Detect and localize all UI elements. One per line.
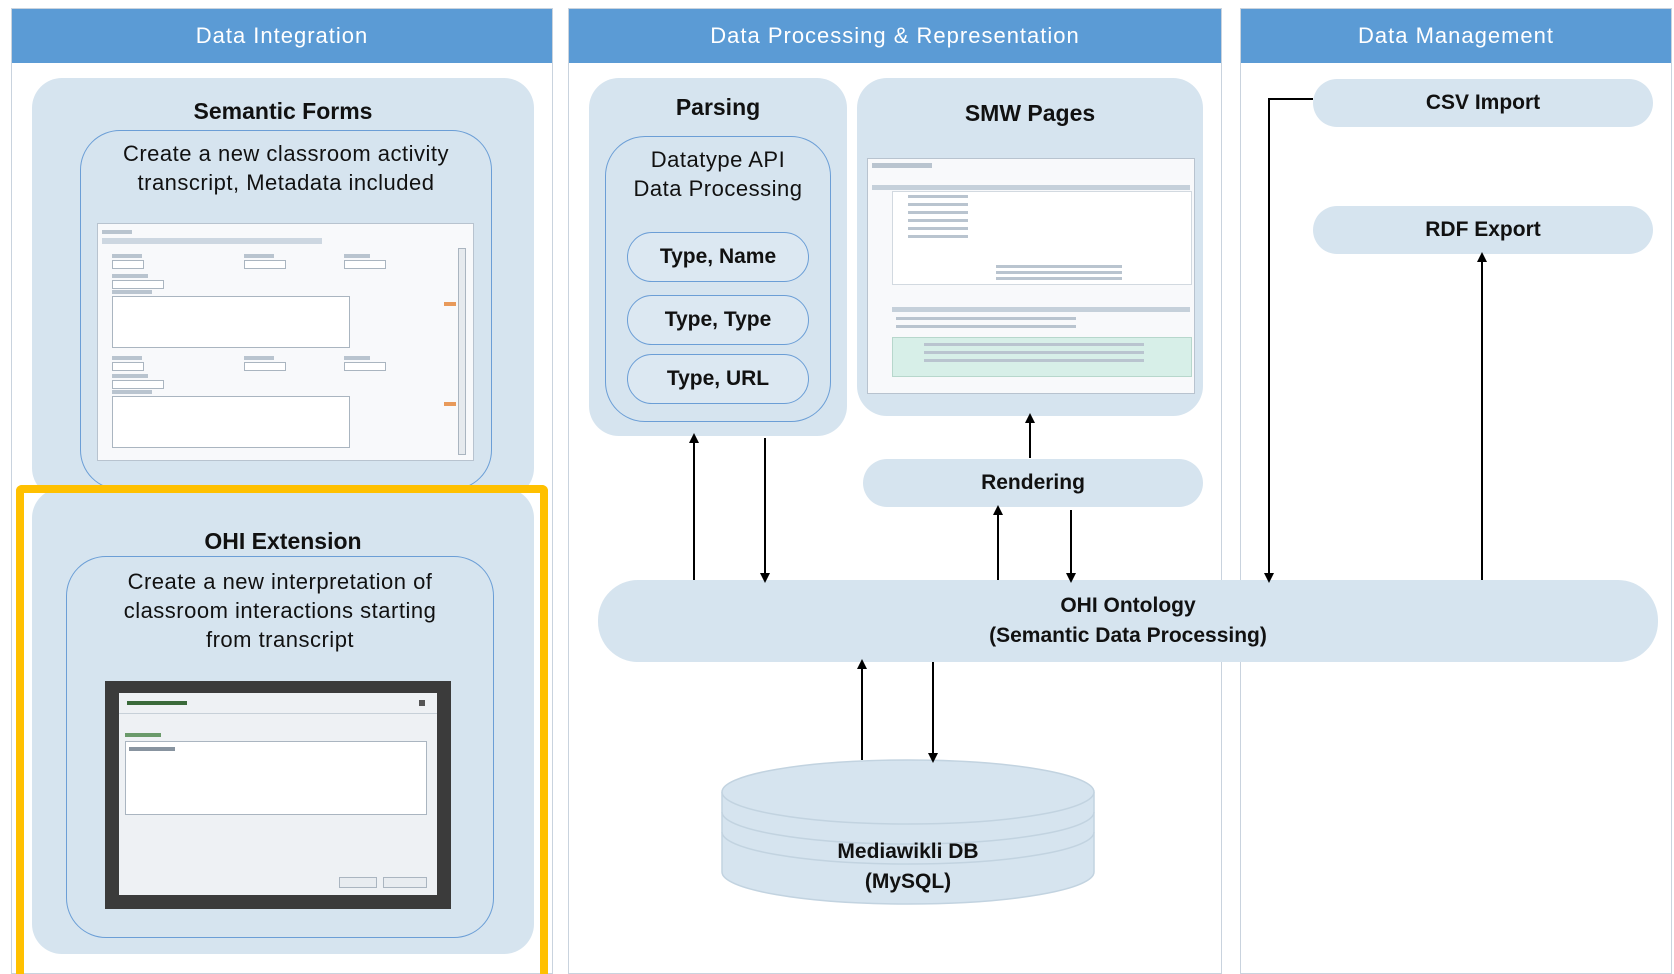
column-header-processing: Data Processing & Representation xyxy=(569,9,1221,63)
parsing-desc-line2: Data Processing xyxy=(633,176,803,201)
column-header-integration: Data Integration xyxy=(12,9,552,63)
smw-pages-panel: SMW Pages xyxy=(857,78,1203,416)
database-cylinder xyxy=(721,759,1095,905)
ohi-extension-inner: Create a new interpretation of classroom… xyxy=(66,556,494,938)
smw-pages-screenshot xyxy=(867,158,1195,394)
rendering-box: Rendering xyxy=(863,459,1203,507)
parsing-inner: Datatype API Data Processing Type, Name … xyxy=(605,136,831,422)
smw-pages-title: SMW Pages xyxy=(964,100,1096,126)
semantic-forms-title: Semantic Forms xyxy=(193,98,373,124)
semantic-forms-desc-line2: transcript, Metadata included xyxy=(137,170,435,195)
column-header-management: Data Management xyxy=(1241,9,1671,63)
ohi-ontology-line2: (Semantic Data Processing) xyxy=(989,624,1267,647)
ohi-extension-desc-line2: classroom interactions starting xyxy=(123,598,437,623)
database-label: Mediawikli DB (MySQL) xyxy=(760,832,1056,902)
ohi-extension-desc-line3: from transcript xyxy=(205,627,355,652)
ohi-ontology-box: OHI Ontology (Semantic Data Processing) xyxy=(598,580,1658,662)
semantic-forms-panel: Semantic Forms Create a new classroom ac… xyxy=(32,78,534,498)
parsing-item-type-type: Type, Type xyxy=(627,295,809,345)
parsing-item-type-name: Type, Name xyxy=(627,232,809,282)
parsing-title: Parsing xyxy=(675,94,761,120)
ohi-extension-title: OHI Extension xyxy=(204,528,362,554)
ohi-extension-highlight xyxy=(16,485,548,974)
ohi-extension-screenshot xyxy=(105,681,451,909)
semantic-forms-desc-line1: Create a new classroom activity xyxy=(122,141,450,166)
semantic-forms-screenshot xyxy=(97,223,474,461)
data-management-column: Data Management xyxy=(1240,8,1672,974)
arrow-csv-to-ontology xyxy=(1264,98,1313,583)
ohi-extension-panel: OHI Extension Create a new interpretatio… xyxy=(32,488,534,954)
database-line1: Mediawikli DB xyxy=(837,840,979,863)
rdf-export-box: RDF Export xyxy=(1313,206,1653,254)
parsing-item-type-url: Type, URL xyxy=(627,354,809,404)
csv-import-box: CSV Import xyxy=(1313,79,1653,127)
database-line2: (MySQL) xyxy=(864,870,952,893)
parsing-desc-line1: Datatype API xyxy=(650,147,786,172)
semantic-forms-inner: Create a new classroom activity transcri… xyxy=(80,130,492,490)
ohi-ontology-line1: OHI Ontology xyxy=(1060,594,1196,617)
parsing-panel: Parsing Datatype API Data Processing Typ… xyxy=(589,78,847,436)
ohi-extension-desc-line1: Create a new interpretation of xyxy=(127,569,433,594)
